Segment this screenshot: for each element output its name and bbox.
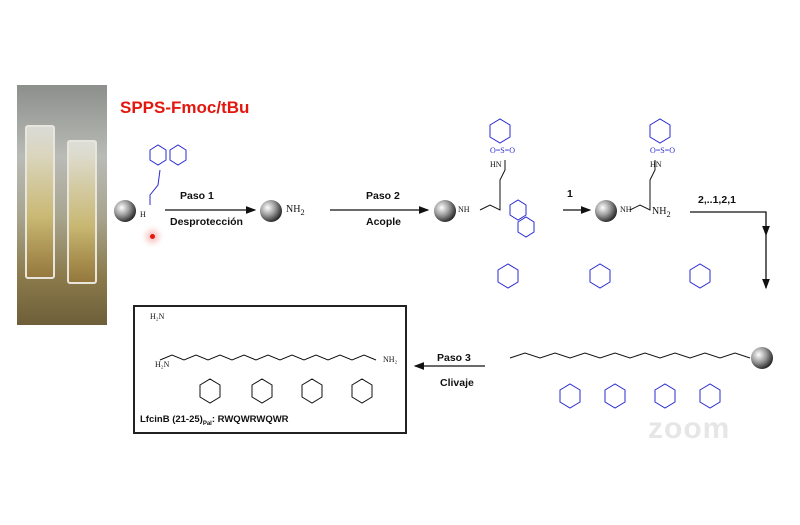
syringes-photo: [17, 85, 107, 325]
product-box: [133, 305, 407, 434]
n-terminus-label: H₂N: [155, 360, 170, 369]
amide-nh-label: NH: [458, 205, 470, 214]
caption-sub: Pal: [202, 420, 212, 427]
resin-bead: [260, 200, 282, 222]
step2-label: Paso 2: [366, 190, 400, 202]
amide-nh-label: NH: [620, 205, 632, 214]
caption-sequence: : RWQWRWQWR: [211, 414, 289, 425]
sulfonyl-label: O=S=O: [490, 146, 516, 155]
nh-text: NH: [652, 206, 667, 217]
resin-bead: [595, 200, 617, 222]
amide-h-label: H: [140, 210, 146, 219]
guanidine-label: HN: [650, 160, 662, 169]
step2-action: Acople: [366, 216, 402, 228]
pointer-cursor: [150, 234, 155, 239]
nh-sub: 2: [666, 210, 671, 219]
nh-sub: 2: [300, 208, 305, 217]
peptide-backbone: [159, 160, 751, 361]
free-amine-label: NH2: [286, 204, 305, 217]
step3-action: Clivaje: [440, 377, 474, 389]
guanidine-label: HN: [490, 160, 502, 169]
step3-label: Paso 3: [437, 352, 471, 364]
repeat-sequence-label: 2,..1,2,1: [698, 194, 736, 206]
nh-text: NH: [286, 204, 301, 215]
step1-action: Desprotección: [170, 216, 243, 228]
arrow-repeat-seq: [690, 211, 770, 237]
resin-bead: [751, 347, 773, 369]
caption-prefix: LfcinB (21-25): [140, 414, 203, 425]
protected-indole-rings: [559, 383, 721, 409]
fmoc-group: [149, 144, 535, 238]
resin-bead: [114, 200, 136, 222]
indole-rings: [199, 378, 373, 404]
zoom-watermark: zoom: [648, 412, 731, 445]
resin-bead: [434, 200, 456, 222]
guanidine-label: H₂N: [150, 312, 165, 321]
product-caption: LfcinB (21-25)Pal: RWQWRWQWR: [140, 414, 289, 427]
free-amine-label: NH2: [652, 206, 671, 219]
pbf-group: [489, 118, 711, 289]
sulfonyl-label: O=S=O: [650, 146, 676, 155]
scheme-title: SPPS-Fmoc/tBu: [120, 98, 250, 117]
step1-label: Paso 1: [180, 190, 214, 202]
repeat-label: 1: [567, 188, 573, 200]
c-terminus-label: NH₂: [383, 355, 398, 364]
